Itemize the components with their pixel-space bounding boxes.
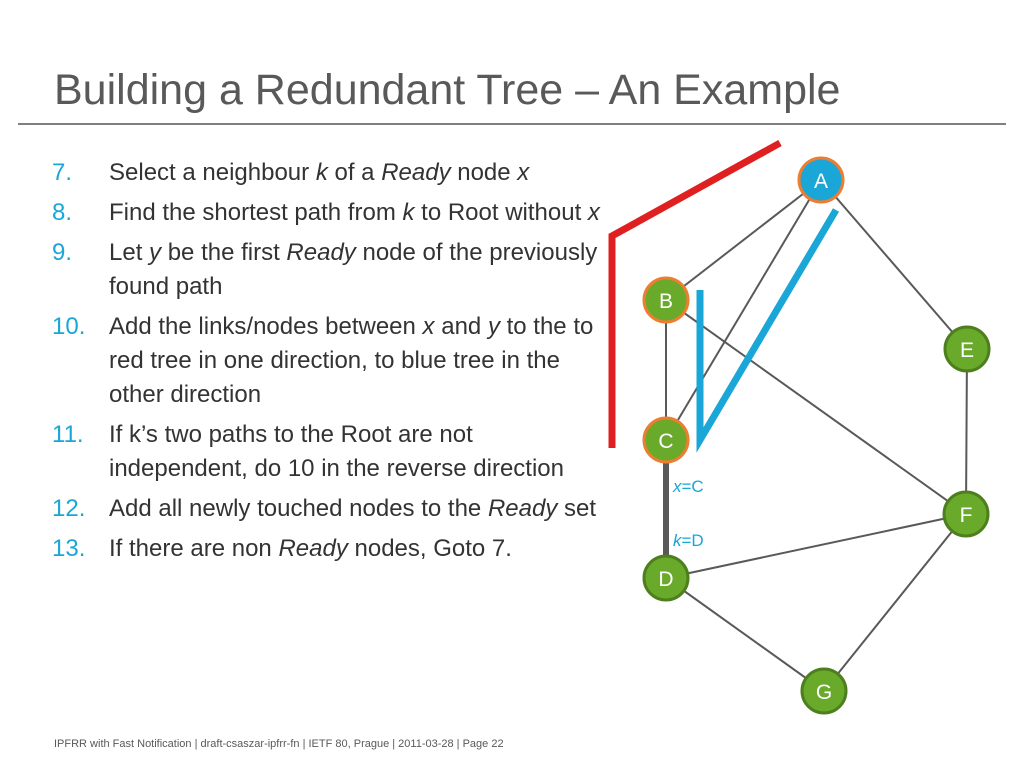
edge-e-f xyxy=(965,348,968,515)
step-number: 12. xyxy=(52,495,86,522)
step-text: nodes, Goto 7. xyxy=(347,535,512,562)
x-annotation-var: x xyxy=(672,477,682,496)
node-f: F xyxy=(942,490,990,538)
nodes-layer: A B C D E F G xyxy=(642,156,991,715)
red-tree-path xyxy=(608,139,782,448)
step-var: x xyxy=(517,159,530,186)
node-a: A xyxy=(797,156,845,204)
trees-layer xyxy=(608,139,840,453)
step-text: Select a neighbour xyxy=(109,159,316,186)
step-var: y xyxy=(149,239,162,266)
blue-tree-path xyxy=(696,208,840,453)
node-circle xyxy=(642,554,690,602)
step-var: x xyxy=(422,313,435,340)
step-text: of a xyxy=(327,159,382,186)
step-text: Let xyxy=(109,239,150,266)
step-number: 11. xyxy=(52,421,84,448)
step-item: 8. Find the shortest path from k to Root … xyxy=(52,196,612,230)
step-var: Ready xyxy=(278,535,348,562)
node-b: B xyxy=(642,276,690,324)
step-item: 13. If there are non Ready nodes, Goto 7. xyxy=(52,532,612,566)
node-c: C xyxy=(642,416,690,464)
slide-title: Building a Redundant Tree – An Example xyxy=(54,66,841,114)
edge-a-c xyxy=(665,179,822,441)
step-item: 7. Select a neighbour k of a Ready node x xyxy=(52,156,612,190)
step-text: to the to red tree in one direction, to … xyxy=(109,313,594,408)
node-circle xyxy=(797,156,845,204)
step-text: Add the links/nodes between xyxy=(109,313,423,340)
title-divider xyxy=(18,123,1006,125)
steps-list: 7. Select a neighbour k of a Ready node x… xyxy=(52,156,612,572)
step-var: Ready xyxy=(487,495,558,522)
node-circle xyxy=(642,416,690,464)
node-label: D xyxy=(658,568,673,591)
edge-d-g xyxy=(665,577,825,692)
node-label: C xyxy=(658,430,673,453)
edge-f-g xyxy=(823,513,967,692)
node-label: B xyxy=(659,290,673,313)
step-text: be the first xyxy=(161,239,287,266)
node-label: F xyxy=(960,504,973,527)
node-circle xyxy=(942,490,990,538)
step-text: to Root without xyxy=(414,199,588,226)
step-item: 10. Add the links/nodes between x and y t… xyxy=(52,310,612,412)
edge-d-f xyxy=(665,513,967,579)
node-circle xyxy=(642,276,690,324)
x-annotation: x=C xyxy=(672,477,704,496)
node-label: G xyxy=(816,681,832,704)
step-text: node xyxy=(450,159,518,186)
k-annotation: k=D xyxy=(673,531,704,550)
step-text: If there are non xyxy=(109,535,279,562)
edges-layer xyxy=(663,179,968,692)
edge-a-e xyxy=(820,179,968,350)
node-g: G xyxy=(800,667,848,715)
step-item: 12. Add all newly touched nodes to the Re… xyxy=(52,492,612,526)
slide-footer: IPFRR with Fast Notification | draft-csa… xyxy=(54,738,504,750)
node-circle xyxy=(943,325,991,373)
node-circle xyxy=(800,667,848,715)
edge-a-b xyxy=(665,179,822,301)
node-label: A xyxy=(814,170,828,193)
k-annotation-var: k xyxy=(673,531,683,550)
step-number: 13. xyxy=(52,535,86,562)
step-var: y xyxy=(487,313,500,340)
step-item: 9. Let y be the first Ready node of the p… xyxy=(52,236,612,304)
step-var: Ready xyxy=(381,159,451,186)
step-text: Add all newly touched nodes to the xyxy=(109,495,488,522)
step-text: and xyxy=(434,313,488,340)
node-d: D xyxy=(642,554,690,602)
step-number: 10. xyxy=(52,313,86,340)
x-annotation-val: =C xyxy=(682,477,704,496)
step-number: 8. xyxy=(52,199,73,226)
step-number: 7. xyxy=(52,159,73,186)
step-number: 9. xyxy=(52,239,73,266)
node-e: E xyxy=(943,325,991,373)
step-var: k xyxy=(315,159,328,186)
step-var: x xyxy=(587,199,600,226)
step-var: k xyxy=(402,199,415,226)
step-text: If k’s two paths to the Root are not ind… xyxy=(109,421,564,482)
edge-b-f xyxy=(665,299,967,515)
step-text: Find the shortest path from xyxy=(109,199,403,226)
step-item: 11. If k’s two paths to the Root are not … xyxy=(52,418,612,486)
node-label: E xyxy=(960,339,974,362)
annotations-layer: x=C k=D xyxy=(672,477,704,550)
k-annotation-val: =D xyxy=(682,531,704,550)
step-var: Ready xyxy=(286,239,356,266)
step-text: node of the previously found path xyxy=(109,239,598,300)
step-text: set xyxy=(557,495,596,522)
